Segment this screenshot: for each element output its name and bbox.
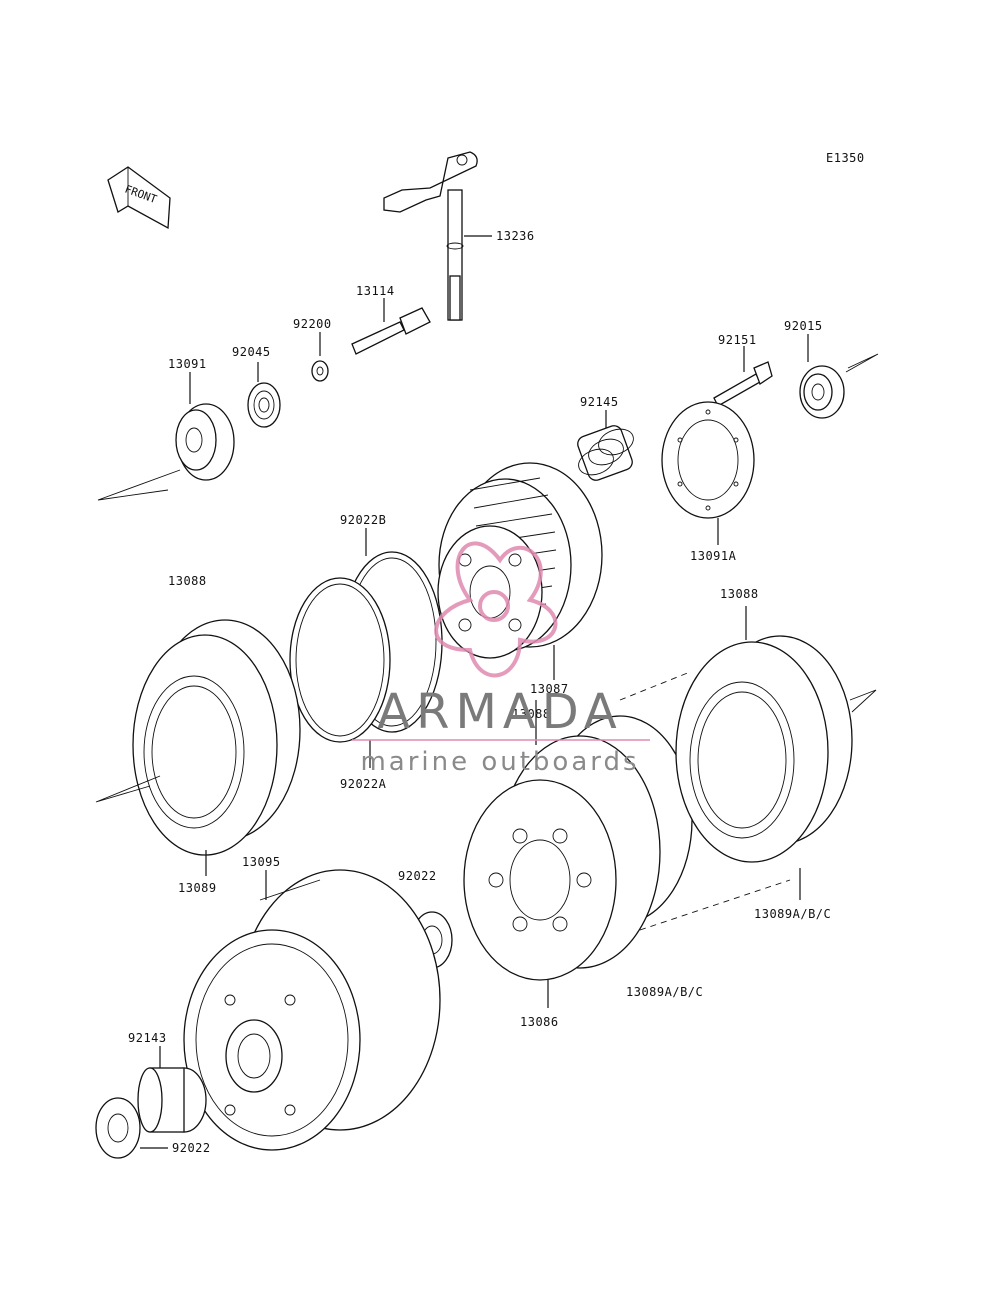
part-number: 13091 — [168, 357, 207, 371]
part-number: 92151 — [718, 333, 757, 347]
watermark-subtitle: marine outboards — [360, 747, 639, 777]
watermark-title: ARMADA — [377, 684, 622, 740]
release-shaft-part — [383, 151, 478, 321]
friction-plate-part — [675, 635, 853, 863]
part-number: 92015 — [784, 319, 823, 333]
washer-part — [95, 1097, 141, 1159]
part-number: 13087 — [530, 682, 569, 696]
part-number: 13088 — [168, 574, 207, 588]
part-number: 92145 — [580, 395, 619, 409]
nut-part — [799, 365, 845, 419]
bolt-part — [713, 361, 773, 407]
diagram-code: E1350 — [826, 151, 865, 165]
part-number: 13091A — [690, 549, 737, 563]
friction-plate-part — [132, 619, 301, 856]
sleeve-part — [137, 1067, 207, 1133]
spring-part — [577, 425, 634, 481]
front-arrow-icon: FRONT — [107, 166, 171, 230]
part-number: 13088 — [720, 587, 759, 601]
part-number: 13089 — [178, 881, 217, 895]
part-number: 13236 — [496, 229, 535, 243]
part-number: 92022 — [398, 869, 437, 883]
part-number: 92045 — [232, 345, 271, 359]
plate-part — [661, 401, 755, 519]
part-number: 13095 — [242, 855, 281, 869]
clutch-housing-part — [183, 869, 441, 1151]
part-number: 13088 — [512, 707, 551, 721]
part-number: 13114 — [356, 284, 395, 298]
watermark-logo — [434, 541, 558, 678]
ring-part — [289, 577, 391, 743]
part-number: 92200 — [293, 317, 332, 331]
part-number: 13089A/B/C — [626, 985, 703, 999]
push-rod-part — [351, 307, 431, 355]
collar-part — [175, 403, 235, 481]
part-number: 13089A/B/C — [754, 907, 831, 921]
part-number: 92143 — [128, 1031, 167, 1045]
part-number: 13086 — [520, 1015, 559, 1029]
part-number: 92022 — [172, 1141, 211, 1155]
bearing-part — [247, 382, 281, 428]
part-number: 92022B — [340, 513, 386, 527]
washer-part — [311, 360, 329, 382]
pressure-plate-part — [463, 715, 693, 981]
part-number: 92022A — [340, 777, 387, 791]
clutch-hub-part — [437, 462, 603, 659]
